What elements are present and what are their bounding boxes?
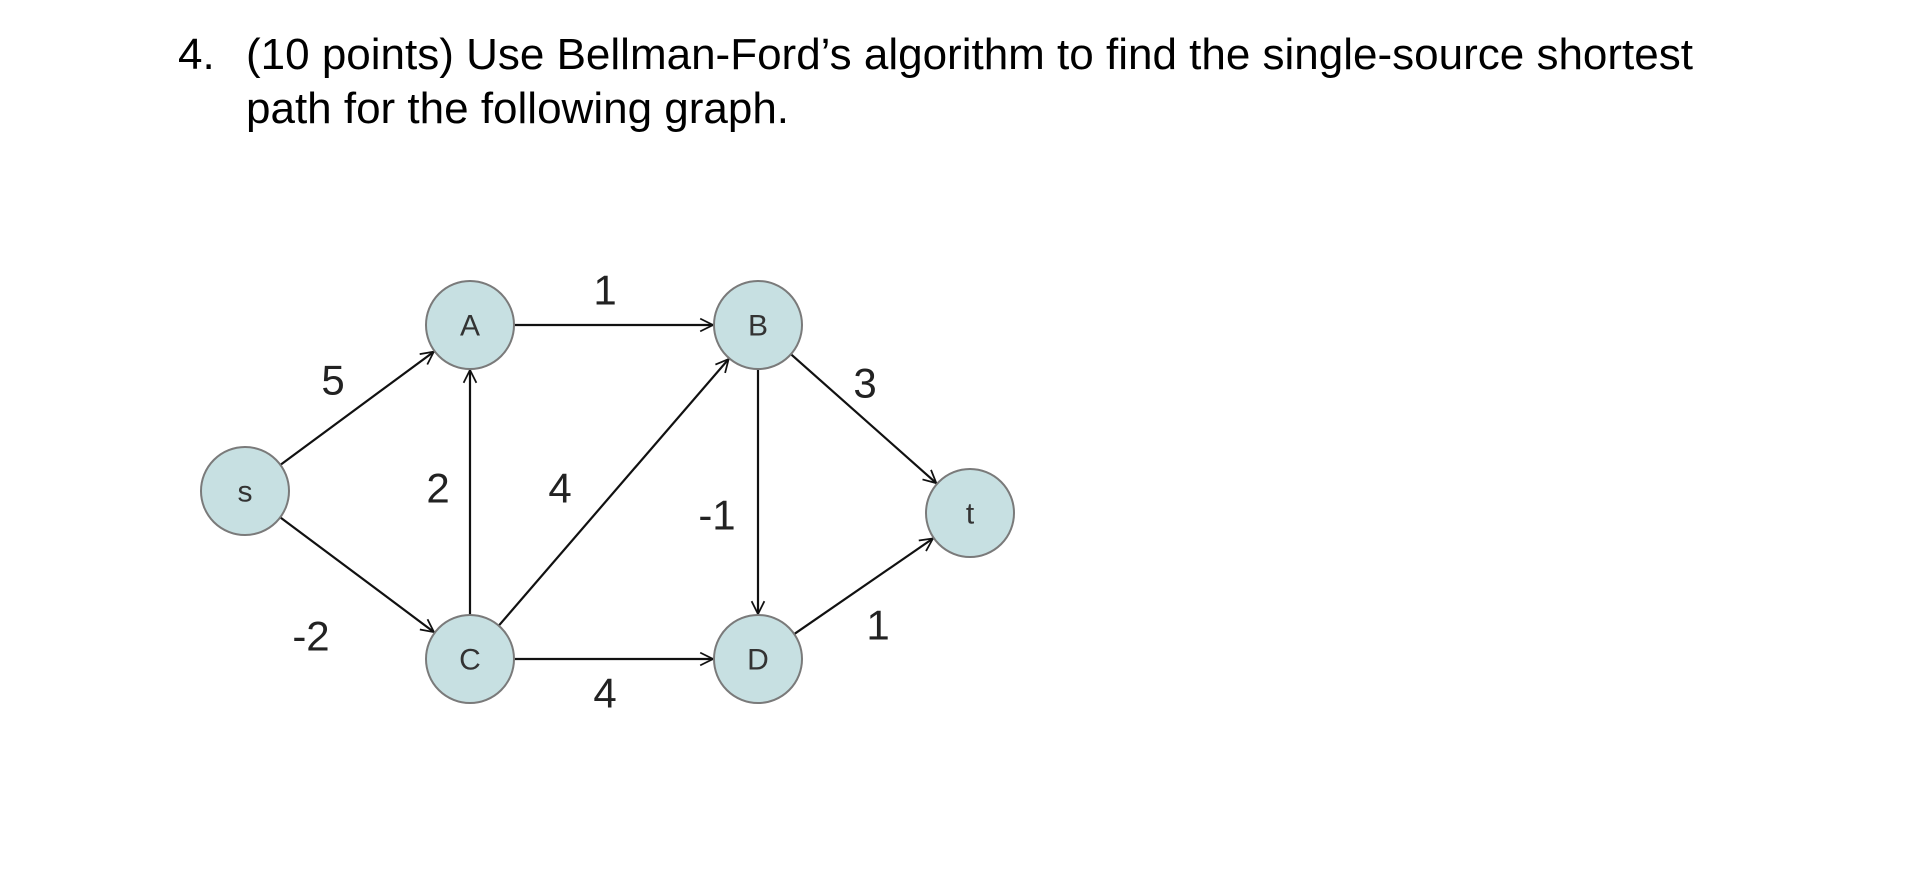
edges-layer: [279, 325, 936, 659]
edge-weight-C-D: 4: [593, 670, 616, 717]
question-number: 4.: [178, 30, 215, 79]
node-label-A: A: [460, 310, 480, 343]
node-D: D: [713, 614, 803, 704]
node-circle-B: [713, 280, 803, 370]
node-circle-A: [425, 280, 515, 370]
node-t: t: [925, 468, 1015, 558]
edge-weight-A-B: 1: [593, 267, 616, 314]
node-label-s: s: [238, 476, 253, 509]
node-s: s: [200, 446, 290, 536]
node-circle-C: [425, 614, 515, 704]
edge-D-t: [793, 539, 933, 635]
edge-weight-B-D: -1: [698, 492, 735, 539]
edge-s-C: [279, 516, 434, 632]
node-label-D: D: [747, 644, 769, 677]
edge-weight-s-C: -2: [292, 613, 329, 660]
node-circle-s: [200, 446, 290, 536]
node-label-B: B: [748, 310, 768, 343]
node-label-C: C: [459, 644, 481, 677]
edge-B-t: [790, 353, 936, 483]
edge-C-B: [497, 359, 729, 627]
node-B: B: [713, 280, 803, 370]
node-A: A: [425, 280, 515, 370]
edge-weight-s-A: 5: [321, 357, 344, 404]
edge-weight-C-A: 2: [426, 465, 449, 512]
node-circle-t: [925, 468, 1015, 558]
edge-s-A: [279, 352, 433, 466]
edge-weight-B-t: 3: [853, 360, 876, 407]
weights-layer: 5 -2 2 1 4 4 -1 3 1: [292, 267, 889, 717]
edge-weight-C-B: 4: [548, 465, 571, 512]
edge-weight-D-t: 1: [866, 602, 889, 649]
node-C: C: [425, 614, 515, 704]
question-text: (10 points) Use Bellman-Ford’s algorithm…: [246, 30, 1693, 133]
node-circle-D: [713, 614, 803, 704]
node-label-t: t: [966, 498, 975, 531]
nodes-layer: s A B C Dt: [200, 280, 1015, 704]
